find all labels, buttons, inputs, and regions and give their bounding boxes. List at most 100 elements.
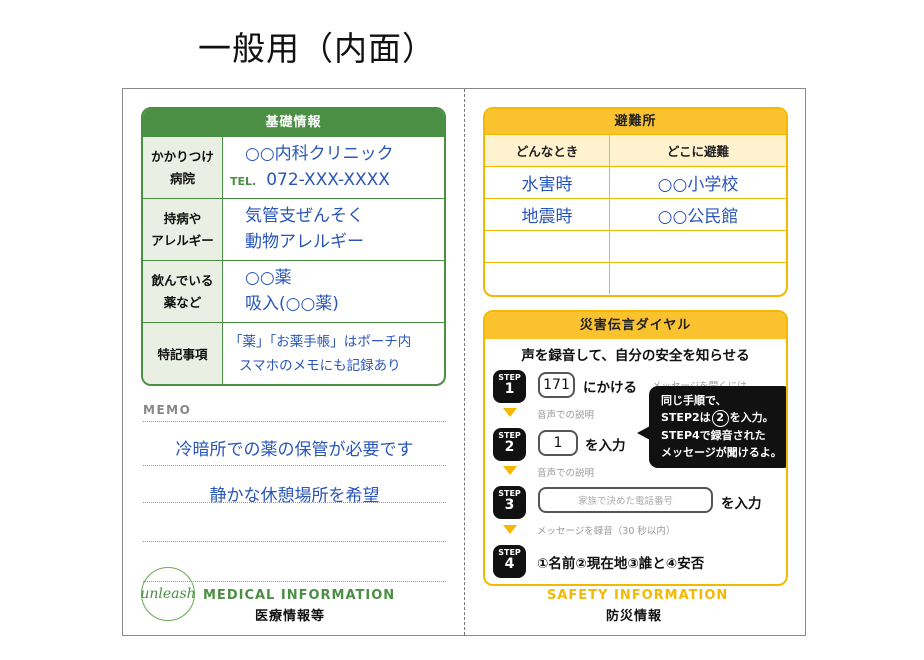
- down-arrow-icon: [503, 408, 517, 417]
- circled-number: 2: [711, 410, 729, 428]
- table-row: 飲んでいる 薬など ○○薬 吸入(○○薬): [143, 260, 444, 322]
- row-value: 気管支ぜんそく 動物アレルギー: [223, 199, 444, 260]
- step-number: 1: [504, 381, 515, 397]
- step-2-box: 1: [538, 430, 578, 456]
- safety-footer-en: SAFETY INFORMATION: [547, 588, 729, 603]
- page-heading: 一般用（内面）: [198, 29, 436, 68]
- row-label: かかりつけ 病院: [143, 137, 223, 198]
- down-arrow-icon: [503, 466, 517, 475]
- step-number: 4: [504, 556, 515, 572]
- step-note: メッセージを録音（30 秒以内）: [537, 526, 676, 537]
- col-where: どこに避難: [666, 144, 730, 159]
- evacuation-table: 避難所 どんなとき どこに避難 水害時 ○○小学校 地震時 ○○公民館: [483, 107, 788, 297]
- label-line: 特記事項: [157, 346, 208, 362]
- bubble-text: STEP2は: [661, 411, 711, 425]
- table-row: [485, 262, 786, 294]
- evacuation-title: 避難所: [485, 109, 786, 134]
- label-line: かかりつけ: [151, 148, 214, 164]
- step-word: STEP: [498, 548, 521, 557]
- step-number: 2: [504, 439, 515, 455]
- when-cell: [485, 231, 610, 262]
- table-row: [485, 230, 786, 262]
- bubble-tail: [637, 426, 650, 440]
- memo-text: 冷暗所での薬の保管が必要です: [175, 440, 414, 460]
- step-word: STEP: [498, 489, 521, 498]
- medical-footer-en: MEDICAL INFORMATION: [203, 588, 396, 603]
- memo-text: 静かな休憩場所を希望: [209, 486, 380, 506]
- table-row: 水害時 ○○小学校: [485, 166, 786, 198]
- tel-row: TEL. 072-XXX-XXXX: [230, 168, 444, 194]
- label-line: 薬など: [163, 294, 202, 310]
- label-line: 病院: [169, 170, 195, 186]
- where-cell: [610, 231, 786, 262]
- step-3-badge: STEP 3: [493, 486, 526, 519]
- tel-label: TEL.: [230, 174, 257, 188]
- value-line: 動物アレルギー: [245, 231, 364, 252]
- when-cell: [485, 263, 610, 294]
- step-1-box: 171: [538, 372, 575, 398]
- where-cell: [610, 263, 786, 294]
- value-line: 気管支ぜんそく: [245, 206, 364, 226]
- row-label: 飲んでいる 薬など: [143, 261, 223, 322]
- step-4-action: ①名前②現在地③誰と④安否: [537, 556, 705, 572]
- step-1-badge: STEP 1: [493, 370, 526, 403]
- step-2-action: を入力: [585, 438, 626, 454]
- value-line: ○○薬: [245, 268, 292, 288]
- hospital-name: ○○内科クリニック: [245, 144, 394, 164]
- when-cell: 水害時: [485, 167, 610, 198]
- step-4-badge: STEP 4: [493, 545, 526, 578]
- info-card: 基礎情報 かかりつけ 病院 ○○内科クリニック TEL. 072-XXX-XXX…: [122, 88, 806, 636]
- memo-label: MEMO: [143, 403, 192, 417]
- table-row: 地震時 ○○公民館: [485, 198, 786, 230]
- step-number: 3: [504, 497, 515, 513]
- down-arrow-icon: [503, 525, 517, 534]
- row-value: 「薬」「お薬手帳」はポーチ内 スマホのメモにも記録あり: [223, 323, 444, 384]
- basic-info-table: 基礎情報 かかりつけ 病院 ○○内科クリニック TEL. 072-XXX-XXX…: [141, 107, 446, 386]
- bubble-line: STEP4で録音された: [661, 429, 766, 443]
- step-3-box: 家族で決めた電話番号: [538, 487, 713, 513]
- label-line: 飲んでいる: [151, 272, 214, 288]
- bubble-line: 同じ手順で、: [661, 394, 727, 407]
- table-row: 持病や アレルギー 気管支ぜんそく 動物アレルギー: [143, 198, 444, 260]
- row-label: 持病や アレルギー: [143, 199, 223, 260]
- step-word: STEP: [498, 373, 521, 382]
- where-cell: ○○公民館: [657, 207, 739, 227]
- step-word: STEP: [498, 431, 521, 440]
- fold-line: [464, 89, 465, 635]
- step-2-badge: STEP 2: [493, 428, 526, 461]
- memo-line: [143, 502, 446, 503]
- basic-info-title: 基礎情報: [143, 109, 444, 136]
- memo-line: [143, 581, 446, 582]
- table-row: 特記事項 「薬」「お薬手帳」はポーチ内 スマホのメモにも記録あり: [143, 322, 444, 384]
- bubble-text: を入力。: [729, 411, 774, 425]
- row-value: ○○薬 吸入(○○薬): [223, 261, 444, 322]
- row-label: 特記事項: [143, 323, 223, 384]
- memo-line: [143, 465, 446, 466]
- brand-logo: unleash: [140, 567, 196, 621]
- dial-subtitle: 声を録音して、自分の安全を知らせる: [521, 348, 750, 364]
- step-note: 音声での説明: [537, 468, 595, 479]
- safety-footer-ja: 防災情報: [606, 609, 663, 624]
- step-1-action: にかける: [583, 380, 637, 396]
- evacuation-header-row: どんなとき どこに避難: [485, 134, 786, 166]
- step-note: 音声での説明: [537, 410, 595, 421]
- value-line: スマホのメモにも記録あり: [239, 357, 401, 374]
- step-3-action: を入力: [721, 496, 762, 512]
- value-line: 吸入(○○薬): [245, 293, 339, 314]
- value-line: 「薬」「お薬手帳」はポーチ内: [229, 333, 412, 350]
- medical-footer-ja: 医療情報等: [255, 609, 326, 624]
- bubble-line: メッセージが聞けるよ。: [661, 446, 782, 460]
- where-cell: ○○小学校: [657, 175, 739, 195]
- disaster-dial-box: 災害伝言ダイヤル 声を録音して、自分の安全を知らせる STEP 1 171 にか…: [483, 310, 788, 586]
- tel-value: 072-XXX-XXXX: [266, 169, 390, 190]
- memo-line: [143, 421, 446, 422]
- label-line: 持病や: [163, 210, 202, 226]
- dial-title: 災害伝言ダイヤル: [485, 312, 786, 339]
- row-value: ○○内科クリニック TEL. 072-XXX-XXXX: [223, 137, 444, 198]
- col-when: どんなとき: [485, 135, 610, 166]
- memo-line: [143, 541, 446, 542]
- table-row: かかりつけ 病院 ○○内科クリニック TEL. 072-XXX-XXXX: [143, 136, 444, 198]
- when-cell: 地震時: [485, 199, 610, 230]
